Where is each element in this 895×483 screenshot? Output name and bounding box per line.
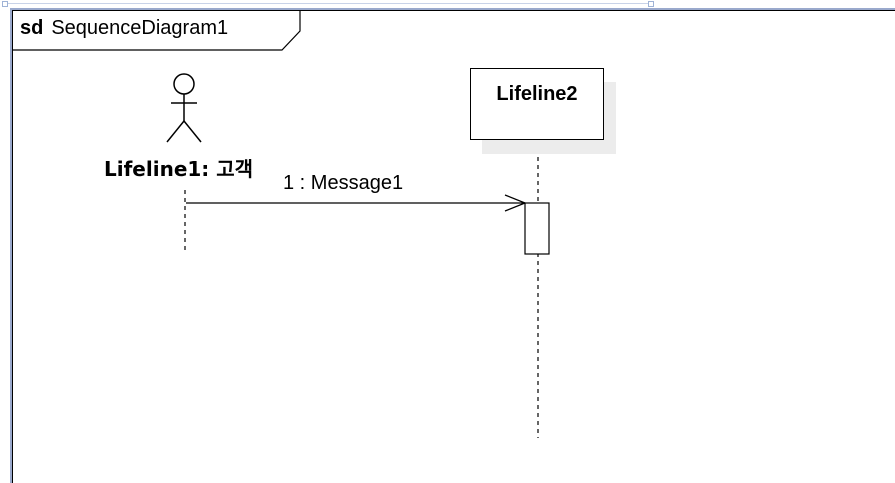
frame-label: sd SequenceDiagram1 [20, 17, 228, 40]
sequence-frame[interactable] [10, 8, 895, 483]
actor-head [173, 73, 195, 95]
actor-right-leg [183, 120, 202, 143]
selection-handle-left[interactable] [2, 1, 8, 7]
lifeline2-head[interactable]: Lifeline2 [470, 68, 604, 140]
selection-handle-center[interactable] [648, 1, 654, 7]
activation-bar[interactable] [524, 202, 550, 255]
lifeline1-label: Lifeline1: 고객 [104, 157, 254, 181]
arrow-head-icon [504, 194, 527, 212]
frame-name: SequenceDiagram1 [51, 17, 229, 39]
message-arrow[interactable] [186, 194, 527, 212]
message-label: 1 : Message1 [283, 172, 404, 194]
selection-guide-line [8, 3, 648, 4]
frame-keyword: sd [20, 17, 44, 39]
actor-left-leg [166, 120, 185, 143]
sequence-frame-outline [12, 10, 895, 483]
frame-label-pentagon [12, 11, 301, 51]
actor-icon[interactable] [166, 73, 202, 143]
lifeline2-label: Lifeline2 [496, 83, 578, 105]
